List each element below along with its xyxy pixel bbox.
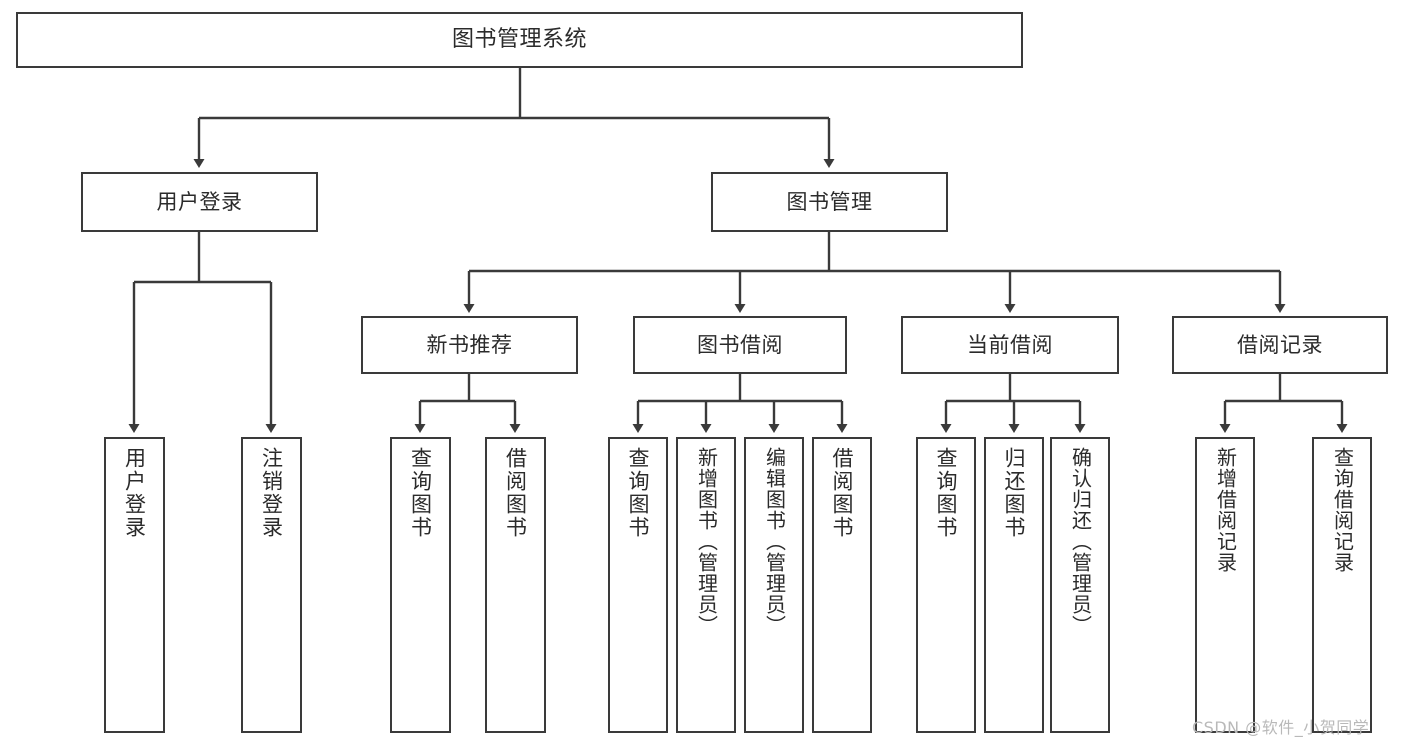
node-label: 图书管理 (786, 189, 873, 214)
node-label: 查询图书 (626, 447, 651, 539)
node-label: 用户登录 (156, 189, 243, 214)
node-book-borrow[interactable]: 图书借阅 (633, 316, 847, 374)
leaf-book-borrow-add-admin[interactable]: 新增图书（管理员） (676, 437, 736, 733)
node-label: 注销登录 (259, 447, 284, 539)
node-label: 借阅记录 (1237, 332, 1323, 357)
node-label: 新增借阅记录 (1213, 447, 1238, 573)
node-label: 图书管理系统 (451, 27, 587, 53)
leaf-user-login-signout[interactable]: 注销登录 (241, 437, 302, 733)
node-book-management[interactable]: 图书管理 (711, 172, 948, 232)
node-label: 查询借阅记录 (1330, 447, 1355, 573)
node-label: 查询图书 (408, 447, 433, 539)
node-label: 当前借阅 (967, 332, 1053, 357)
node-label: 确认归还（管理员） (1068, 447, 1093, 636)
node-user-login[interactable]: 用户登录 (81, 172, 318, 232)
leaf-borrow-record-add[interactable]: 新增借阅记录 (1195, 437, 1255, 733)
node-label: 编辑图书（管理员） (762, 447, 787, 636)
leaf-new-book-borrow[interactable]: 借阅图书 (485, 437, 546, 733)
leaf-user-login-signin[interactable]: 用户登录 (104, 437, 165, 733)
leaf-book-borrow-borrow[interactable]: 借阅图书 (812, 437, 872, 733)
leaf-book-borrow-edit-admin[interactable]: 编辑图书（管理员） (744, 437, 804, 733)
node-label: 归还图书 (1002, 447, 1027, 539)
node-label: 借阅图书 (503, 447, 528, 539)
node-current-borrow[interactable]: 当前借阅 (901, 316, 1119, 374)
csdn-watermark: CSDN @软件_小贺同学 (1192, 718, 1370, 737)
node-new-book-recommend[interactable]: 新书推荐 (361, 316, 578, 374)
leaf-current-borrow-confirm-admin[interactable]: 确认归还（管理员） (1050, 437, 1110, 733)
node-label: 图书借阅 (697, 332, 783, 357)
leaf-current-borrow-query[interactable]: 查询图书 (916, 437, 976, 733)
node-label: 用户登录 (122, 447, 147, 539)
node-label: 查询图书 (934, 447, 959, 539)
node-label: 借阅图书 (830, 447, 855, 539)
node-borrow-record[interactable]: 借阅记录 (1172, 316, 1388, 374)
leaf-new-book-query[interactable]: 查询图书 (390, 437, 451, 733)
leaf-borrow-record-query[interactable]: 查询借阅记录 (1312, 437, 1372, 733)
node-root-system[interactable]: 图书管理系统 (16, 12, 1023, 68)
node-label: 新书推荐 (426, 332, 513, 357)
node-label: 新增图书（管理员） (694, 447, 719, 636)
leaf-current-borrow-return[interactable]: 归还图书 (984, 437, 1044, 733)
leaf-book-borrow-query[interactable]: 查询图书 (608, 437, 668, 733)
